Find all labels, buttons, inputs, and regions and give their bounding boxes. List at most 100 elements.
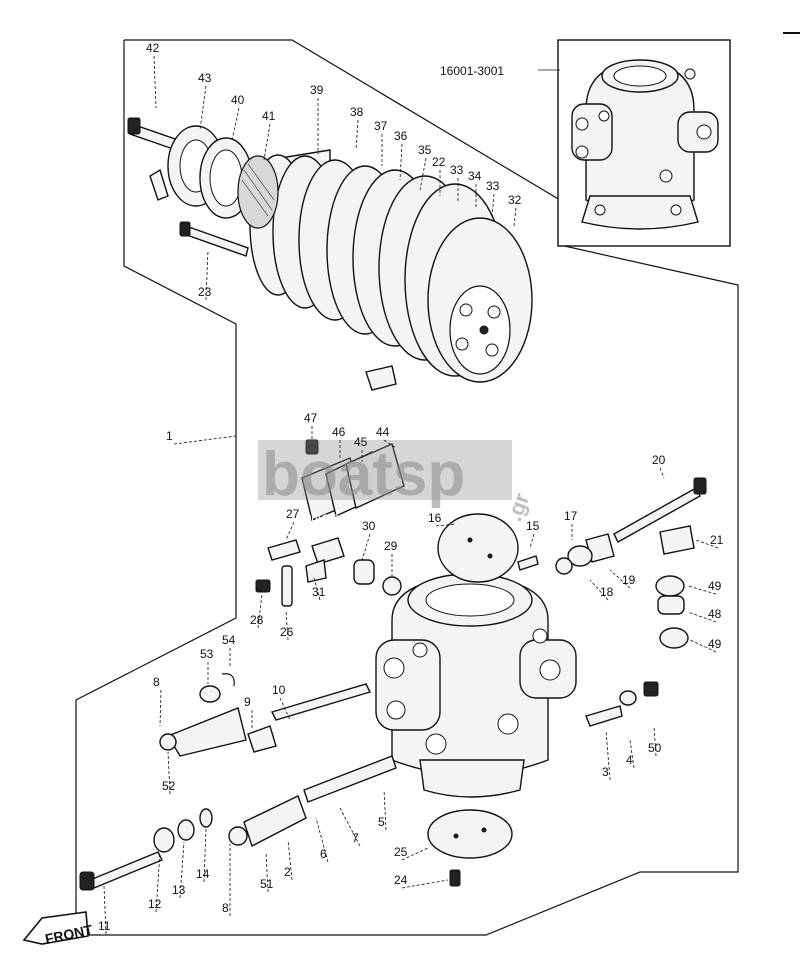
callout-43: 43 (198, 71, 212, 85)
leader-line-33b (491, 193, 495, 219)
leader-line-35 (419, 157, 427, 191)
leader-line-12 (155, 851, 161, 913)
callout-19: 19 (622, 573, 636, 587)
leader-line-42 (153, 55, 157, 109)
leader-line-31 (313, 577, 321, 601)
callout-41: 41 (262, 109, 276, 123)
inset-carburetor-body (571, 59, 719, 230)
leader-line-28 (257, 593, 263, 629)
callout-23: 23 (198, 285, 212, 299)
callout-50: 50 (648, 741, 662, 755)
callout-14: 14 (196, 867, 210, 881)
leader-line-20 (659, 467, 665, 479)
callout-27: 27 (286, 507, 300, 521)
callout-54: 54 (222, 633, 236, 647)
leader-line-19 (609, 569, 631, 589)
callout-4: 4 (626, 753, 633, 767)
watermark: boatsp .gr boat spare parts (258, 440, 534, 525)
leader-line-2 (287, 839, 293, 881)
leader-line-3 (605, 729, 611, 781)
callout-28: 28 (250, 613, 264, 627)
leader-line-36 (399, 143, 403, 181)
leader-line-21 (695, 539, 719, 549)
callout-25: 25 (394, 845, 408, 859)
cover-fittings (127, 117, 279, 229)
callout-18: 18 (600, 585, 614, 599)
leader-line-18 (589, 579, 609, 601)
callout-12: 12 (148, 897, 162, 911)
callout-45: 45 (354, 435, 368, 449)
callout-9: 9 (244, 695, 251, 709)
leader-line-10 (279, 697, 291, 721)
leader-line-8a (159, 689, 162, 727)
leader-line-40 (231, 107, 240, 141)
valve-plates (301, 439, 405, 521)
callout-35: 35 (418, 143, 432, 157)
callout-52: 52 (162, 779, 176, 793)
leader-line-26 (285, 609, 289, 641)
leader-line-5 (383, 789, 387, 831)
callout-47: 47 (304, 411, 318, 425)
diaphragm-16 (437, 513, 539, 583)
callout-32: 32 (508, 193, 522, 207)
callout-26: 26 (280, 625, 294, 639)
leader-line-51 (265, 851, 269, 893)
callout-49a: 49 (708, 579, 722, 593)
callout-10: 10 (272, 683, 286, 697)
callout-42: 42 (146, 41, 160, 55)
callout-24: 24 (394, 873, 408, 887)
callout-36: 36 (394, 129, 408, 143)
leader-line-7 (339, 807, 361, 847)
leader-line-11 (103, 885, 107, 935)
leader-line-43 (199, 85, 207, 131)
callout-40: 40 (231, 93, 245, 107)
callout-2: 2 (284, 865, 291, 879)
callout-3: 3 (602, 765, 609, 779)
callout-21: 21 (710, 533, 724, 547)
leader-line-52 (167, 751, 171, 795)
callout-51: 51 (260, 877, 274, 891)
callout-20: 20 (652, 453, 666, 467)
callout-6: 6 (320, 847, 327, 861)
leader-line-6 (315, 817, 329, 863)
callout-34: 34 (468, 169, 482, 183)
leader-line-32 (513, 207, 517, 227)
callout-39: 39 (310, 83, 324, 97)
carburetor-body (375, 573, 577, 798)
leader-line-41 (263, 123, 271, 161)
callout-16: 16 (428, 511, 442, 525)
callout-7: 7 (352, 831, 359, 845)
callout-15: 15 (526, 519, 540, 533)
callout-22: 22 (432, 155, 446, 169)
leader-line-44 (383, 439, 397, 449)
callout-1: 1 (166, 429, 173, 443)
callout-33a: 33 (450, 163, 464, 177)
callout-44: 44 (376, 425, 390, 439)
callout-13: 13 (172, 883, 186, 897)
callout-48: 48 (708, 607, 722, 621)
leader-lines (103, 55, 719, 935)
leader-line-14 (203, 827, 207, 883)
leader-line-15 (529, 533, 535, 549)
leader-line-1 (173, 435, 237, 445)
callout-38: 38 (350, 105, 364, 119)
leader-line-16 (435, 523, 457, 527)
callout-5: 5 (378, 815, 385, 829)
callout-17: 17 (564, 509, 578, 523)
watermark-brand: boatsp (262, 440, 465, 509)
long-screw-23 (179, 221, 249, 257)
callout-37: 37 (374, 119, 388, 133)
callout-53: 53 (200, 647, 214, 661)
leader-line-50 (653, 725, 657, 757)
filter-disc-stack (249, 149, 533, 391)
pilot-parts (255, 537, 402, 607)
choke-shaft-assembly (79, 755, 397, 891)
leader-line-23 (205, 249, 209, 301)
throttle-shaft-assembly (159, 673, 659, 757)
callout-49b: 49 (708, 637, 722, 651)
needle-valve-assembly (555, 477, 707, 649)
part-number-label: 16001-3001 (440, 64, 504, 78)
leader-line-27 (285, 521, 295, 541)
